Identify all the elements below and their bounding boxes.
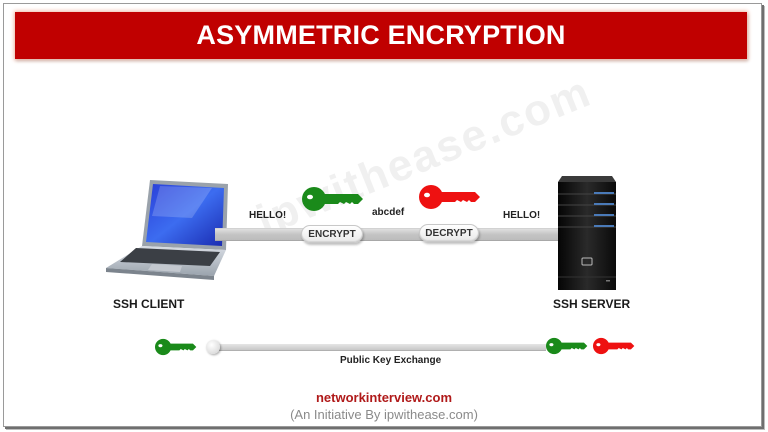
laptop-icon (106, 180, 228, 280)
diagram-frame (3, 3, 762, 427)
key-exchange-label: Public Key Exchange (340, 355, 442, 366)
public-key-icon (302, 187, 363, 211)
client-public-key-icon (155, 338, 197, 356)
connection-pipe (215, 228, 560, 241)
footer-tagline: (An Initiative By ipwithease.com) (290, 407, 478, 422)
private-key-icon (419, 185, 480, 209)
server-public-key-icon (546, 337, 588, 355)
decrypt-badge: DECRYPT (419, 224, 479, 242)
server-icon (558, 176, 616, 290)
encrypt-badge: ENCRYPT (301, 225, 363, 243)
title-banner: ASYMMETRIC ENCRYPTION (15, 12, 747, 59)
server-private-key-icon (593, 337, 635, 355)
ciphertext-label: abcdef (372, 207, 405, 218)
key-exchange-line (213, 344, 546, 351)
footer-site-link[interactable]: networkinterview.com (315, 390, 453, 405)
page-title: ASYMMETRIC ENCRYPTION (196, 20, 566, 50)
key-exchange-knob (206, 340, 220, 354)
ssh-client-label: SSH CLIENT (113, 297, 185, 311)
ssh-server-label: SSH SERVER (553, 297, 631, 311)
plaintext-left-label: HELLO! (249, 210, 287, 221)
plaintext-right-label: HELLO! (503, 210, 541, 221)
